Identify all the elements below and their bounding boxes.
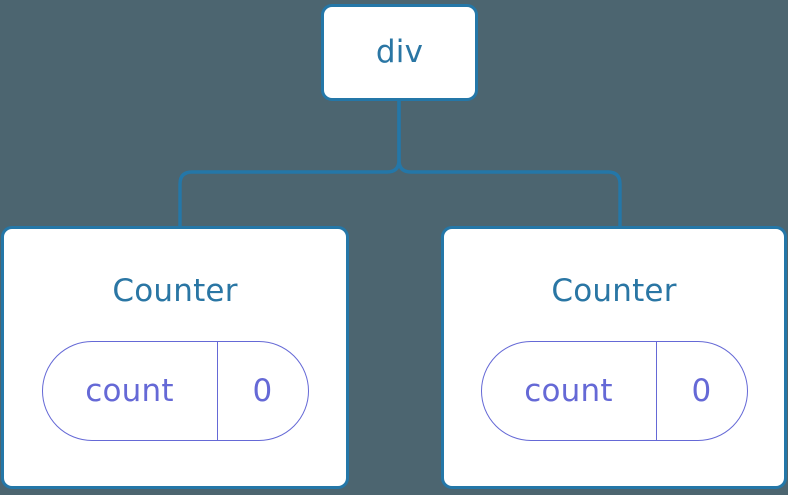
node-counter-right-label: Counter [551, 273, 677, 309]
state-pill-right-key: count [524, 372, 613, 409]
state-pill-right[interactable]: count 0 [480, 341, 748, 441]
node-counter-right[interactable]: Counter count 0 [441, 226, 787, 489]
state-pill-left-value-cell: 0 [218, 342, 308, 440]
node-div-label: div [375, 34, 424, 70]
connector-root-to-left-child [178, 100, 401, 227]
node-counter-left-label: Counter [112, 273, 238, 309]
state-pill-right-value-cell: 0 [657, 342, 747, 440]
state-pill-left-key: count [85, 372, 174, 409]
connector-root-to-right-child [397, 100, 622, 227]
state-pill-right-value: 0 [691, 372, 712, 409]
state-pill-left-key-cell: count [43, 342, 218, 440]
node-counter-left[interactable]: Counter count 0 [1, 226, 349, 489]
state-pill-left-value: 0 [252, 372, 273, 409]
state-pill-right-key-cell: count [482, 342, 657, 440]
state-pill-left[interactable]: count 0 [41, 341, 309, 441]
node-div[interactable]: div [321, 4, 478, 101]
